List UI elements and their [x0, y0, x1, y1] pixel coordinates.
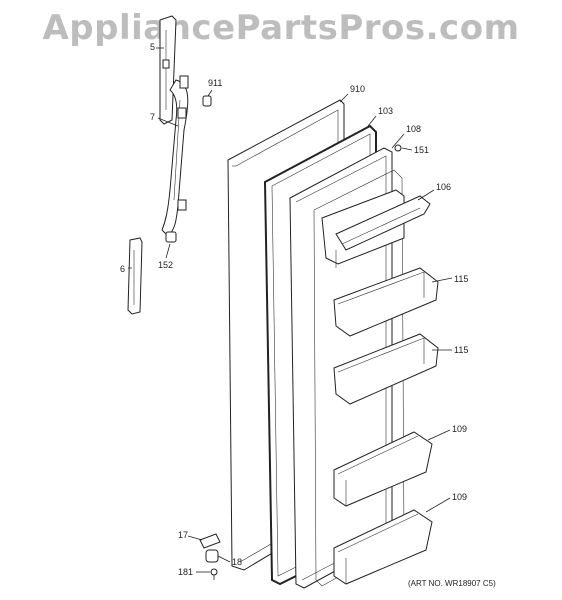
- hinge-bracket-part-17: [199, 533, 221, 549]
- callout-910: 910: [350, 84, 365, 94]
- callout-5: 5: [150, 42, 155, 52]
- upper-handle-cap-part-5: [159, 15, 177, 125]
- handle-screw-part-911: [202, 95, 212, 107]
- callout-152: 152: [158, 260, 173, 270]
- hinge-bushing-part-18: [205, 549, 219, 563]
- callout-106: 106: [436, 182, 451, 192]
- callout-17: 17: [178, 530, 188, 540]
- dairy-compartment-door-part-106: [321, 189, 431, 268]
- callout-18: 18: [232, 557, 242, 567]
- callout-103: 103: [378, 106, 393, 116]
- callout-109-lower: 109: [452, 492, 467, 502]
- hinge-screw-part-181: [210, 568, 218, 580]
- door-handle-part-7: [161, 75, 189, 237]
- callout-911: 911: [208, 78, 222, 88]
- handle-screw-part-152: [165, 231, 177, 243]
- callout-6: 6: [120, 264, 125, 274]
- callout-115-lower: 115: [454, 345, 468, 355]
- door-bin-part-109-lower: [333, 509, 433, 585]
- door-bin-part-109-upper: [333, 431, 433, 507]
- liner-screw-part-151: [394, 144, 402, 152]
- door-shelf-part-115-upper: [333, 267, 439, 337]
- callout-151: 151: [414, 145, 429, 155]
- callout-109-upper: 109: [452, 424, 467, 434]
- lower-handle-cap-part-6: [127, 237, 143, 315]
- callout-7: 7: [150, 112, 155, 122]
- door-shelf-part-115-lower: [333, 333, 439, 405]
- callout-108: 108: [406, 124, 421, 134]
- callout-115-upper: 115: [454, 274, 468, 284]
- art-number: (ART NO. WR18907 C5): [408, 579, 496, 588]
- leader-lines: [128, 47, 453, 573]
- callout-181: 181: [178, 567, 193, 577]
- watermark-text: AppliancePartsPros.com: [42, 8, 520, 48]
